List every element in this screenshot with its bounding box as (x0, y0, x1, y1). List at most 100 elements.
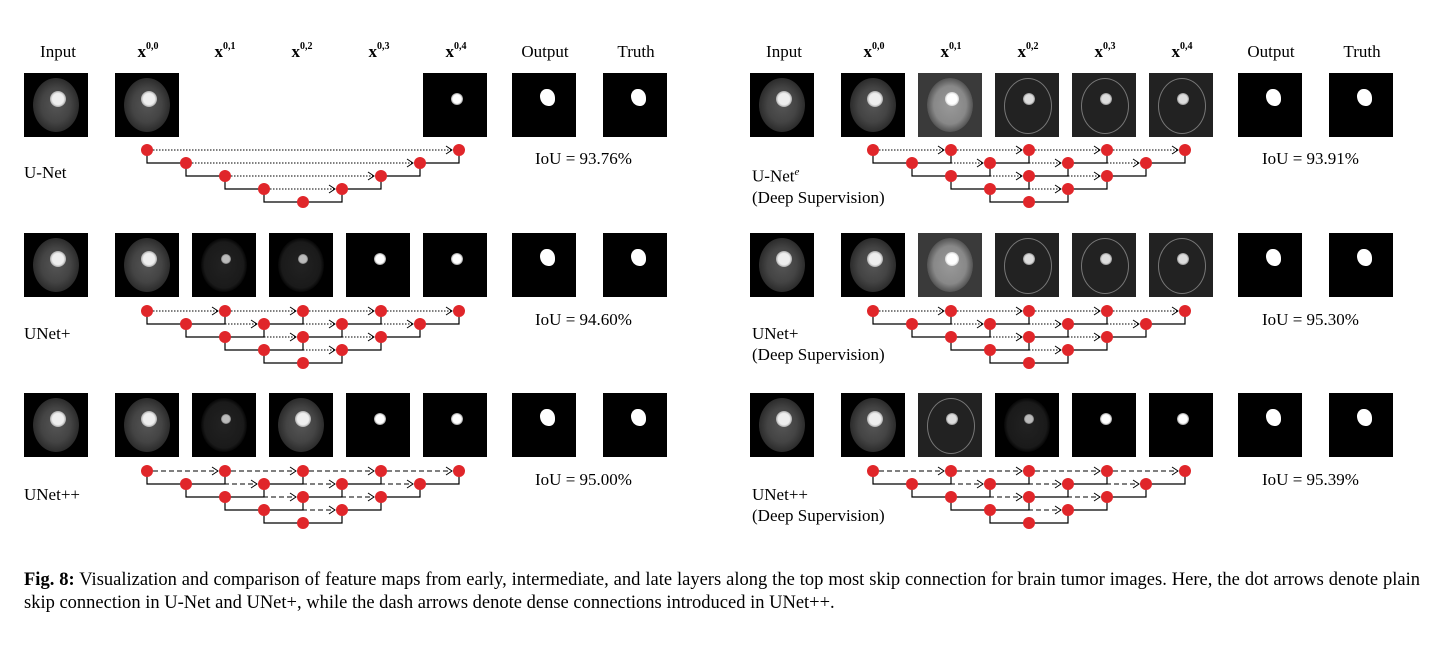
decoder-link (381, 324, 421, 338)
diagram-unetplus (141, 305, 465, 369)
feature-map-right-1-0 (750, 233, 814, 297)
node-x01 (219, 465, 231, 477)
row-label-unetplus: UNet+ (24, 324, 71, 343)
skip-arrowhead (328, 345, 336, 355)
decoder-link (1068, 311, 1108, 325)
decoder-link (1146, 471, 1186, 485)
encoder-link (989, 350, 1029, 364)
feature-map-right-0-2 (918, 73, 982, 137)
encoder-link (146, 311, 186, 325)
decoder-link (990, 150, 1030, 164)
skip-arrowhead (1015, 466, 1023, 476)
header-input: Input (40, 42, 76, 61)
iou-unetplus-ds: IoU = 95.30% (1262, 310, 1359, 329)
iou-unetplusplus: IoU = 95.00% (535, 470, 632, 489)
encoder-link (146, 150, 186, 164)
skip-arrowhead (1093, 492, 1101, 502)
skip-arrowhead (937, 145, 945, 155)
encoder-link (263, 510, 303, 524)
decoder-link (1029, 163, 1069, 177)
feature-map-left-1-2 (192, 233, 256, 297)
diagram-unetplusplus-ds (867, 465, 1191, 529)
feature-map-left-0-1 (115, 73, 179, 137)
decoder-link (912, 311, 952, 325)
header-x03-right: x0,3 (1094, 41, 1116, 61)
skip-arrowhead (1054, 158, 1062, 168)
node-x40 (1023, 517, 1035, 529)
decoder-link (1146, 311, 1186, 325)
decoder-link (264, 337, 304, 351)
node-x11 (258, 478, 270, 490)
iou-unetplusplus-ds: IoU = 95.39% (1262, 470, 1359, 489)
node-x02 (1023, 305, 1035, 317)
node-x22 (1101, 331, 1113, 343)
feature-map-left-2-0 (24, 393, 88, 457)
feature-map-right-0-1 (841, 73, 905, 137)
skip-arrowhead (445, 145, 453, 155)
skip-arrowhead (1054, 345, 1062, 355)
decoder-link (951, 163, 991, 177)
node-x30 (984, 344, 996, 356)
node-x12 (1062, 157, 1074, 169)
feature-map-right-0-5 (1149, 73, 1213, 137)
node-x11 (258, 318, 270, 330)
feature-map-left-0-4 (346, 73, 410, 137)
feature-map-left-1-1 (115, 233, 179, 297)
skip-arrowhead (289, 466, 297, 476)
decoder-link (990, 176, 1030, 190)
row-label-unet: U-Net (24, 163, 67, 182)
node-x20 (945, 491, 957, 503)
decoder-link (381, 163, 421, 177)
skip-arrowhead (1093, 466, 1101, 476)
node-x40 (297, 517, 309, 529)
decoder-link (264, 471, 304, 485)
feature-map-left-1-5 (423, 233, 487, 297)
header-x00-right: x0,0 (863, 41, 885, 61)
header-truth: Truth (617, 42, 655, 61)
decoder-link (420, 471, 460, 485)
node-x30 (258, 344, 270, 356)
diagram-unetplus-ds (867, 305, 1191, 369)
feature-map-left-0-0 (24, 73, 88, 137)
node-x03 (1101, 144, 1113, 156)
encoder-link (185, 324, 225, 338)
decoder-link (342, 471, 382, 485)
feature-map-right-1-4 (1072, 233, 1136, 297)
skip-arrowhead (1132, 479, 1140, 489)
feature-map-left-2-4 (346, 393, 410, 457)
skip-arrowhead (1093, 171, 1101, 181)
skip-arrowhead (1054, 479, 1062, 489)
decoder-link (1107, 484, 1147, 498)
feature-map-right-1-1 (841, 233, 905, 297)
skip-arrowhead (367, 171, 375, 181)
node-x01 (945, 465, 957, 477)
decoder-link (225, 324, 265, 338)
skip-arrowhead (1015, 332, 1023, 342)
node-x40 (1023, 196, 1035, 208)
decoder-link (420, 311, 460, 325)
encoder-link (911, 163, 951, 177)
skip-arrowhead (445, 306, 453, 316)
encoder-link (911, 324, 951, 338)
row-label-unetplusplus-ds: UNet++(Deep Supervision) (752, 485, 885, 525)
node-x13 (1140, 318, 1152, 330)
node-x10 (906, 318, 918, 330)
skip-arrowhead (289, 306, 297, 316)
node-x22 (1101, 491, 1113, 503)
skip-arrowhead (937, 306, 945, 316)
encoder-link (872, 471, 912, 485)
node-x13 (1140, 157, 1152, 169)
skip-arrowhead (250, 479, 258, 489)
skip-arrowhead (406, 158, 414, 168)
header-truth-right: Truth (1343, 42, 1381, 61)
decoder-link (1146, 150, 1186, 164)
row-label-unetplus-ds: UNet+(Deep Supervision) (752, 324, 885, 364)
node-x40 (297, 357, 309, 369)
feature-map-left-0-7 (603, 73, 667, 137)
skip-arrowhead (328, 505, 336, 515)
node-x10 (906, 478, 918, 490)
node-x22 (1101, 170, 1113, 182)
skip-arrowhead (976, 158, 984, 168)
feature-map-right-1-5 (1149, 233, 1213, 297)
node-x40 (1023, 357, 1035, 369)
